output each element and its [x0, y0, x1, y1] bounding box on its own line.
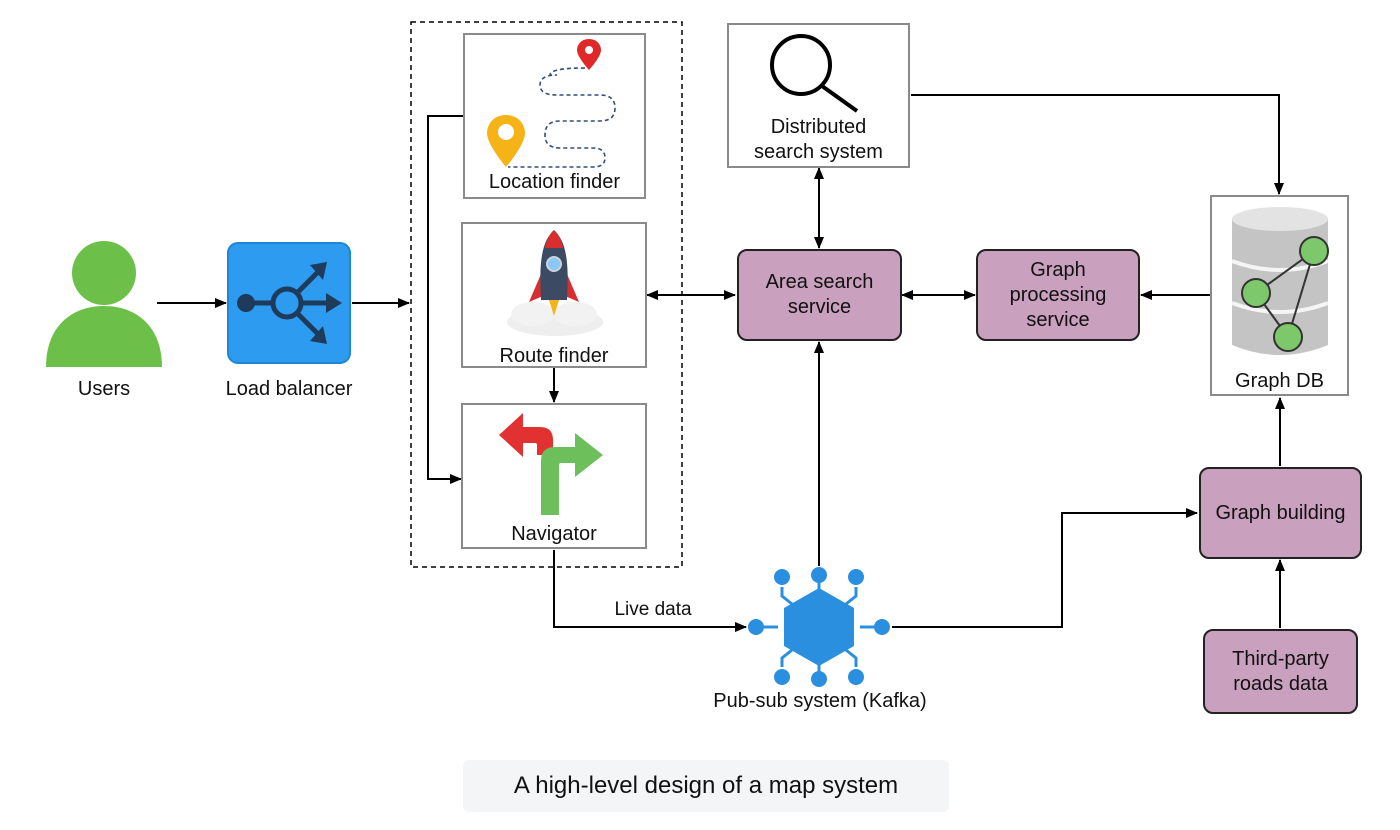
area-search-label-line2: service — [787, 296, 852, 318]
graph-processing-label-line1: Graph — [1030, 258, 1086, 281]
navigator-label: Navigator — [511, 523, 597, 545]
graph-building-node: Graph building — [1199, 467, 1362, 559]
users-label: Users — [77, 378, 131, 400]
rocket-icon — [507, 230, 603, 336]
route-finder-label: Route finder — [499, 345, 609, 367]
load-balancer-icon — [227, 242, 351, 364]
live-data-label: Live data — [614, 599, 692, 620]
navigator-node: Navigator — [461, 403, 647, 549]
location-finder-node: Location finder — [463, 33, 646, 199]
third-party-label-line1: Third-party — [1232, 647, 1329, 670]
user-icon — [46, 241, 162, 367]
graph-db-node: Graph DB — [1210, 195, 1349, 396]
graph-processing-label-line2: processing — [1009, 283, 1107, 306]
area-search-label-line1: Area search — [765, 271, 874, 293]
third-party-label-line2: roads data — [1233, 672, 1328, 695]
graph-processing-label-line3: service — [1026, 308, 1090, 331]
distributed-search-label-line2: search system — [754, 141, 883, 163]
distributed-search-label-line1: Distributed — [770, 116, 867, 138]
arrow-navigator-to-kafka — [553, 550, 747, 632]
route-finder-node: Route finder — [461, 222, 647, 368]
load-balancer-label: Load balancer — [225, 378, 353, 400]
figure-caption: A high-level design of a map system — [463, 760, 949, 812]
magnifier-icon — [770, 34, 859, 113]
arrow-distributed-to-db — [911, 94, 1284, 195]
third-party-roads-node: Third-party roads data — [1203, 629, 1358, 714]
arrow-location-to-navigator — [427, 115, 464, 484]
area-search-service-node: Area search service — [737, 249, 902, 341]
route-map-pin-icon — [487, 39, 616, 168]
graph-db-label: Graph DB — [1235, 370, 1324, 392]
graph-database-icon — [1231, 207, 1329, 355]
graph-building-label: Graph building — [1215, 501, 1346, 524]
graph-processing-service-node: Graph processing service — [976, 249, 1140, 341]
pubsub-label: Pub-sub system (Kafka) — [713, 690, 927, 712]
location-finder-label: Location finder — [488, 171, 621, 193]
kafka-hub-icon — [748, 567, 890, 687]
arrow-kafka-to-graphbuilding — [892, 508, 1198, 628]
turn-arrows-icon — [499, 413, 603, 515]
distributed-search-node: Distributed search system — [727, 23, 910, 168]
